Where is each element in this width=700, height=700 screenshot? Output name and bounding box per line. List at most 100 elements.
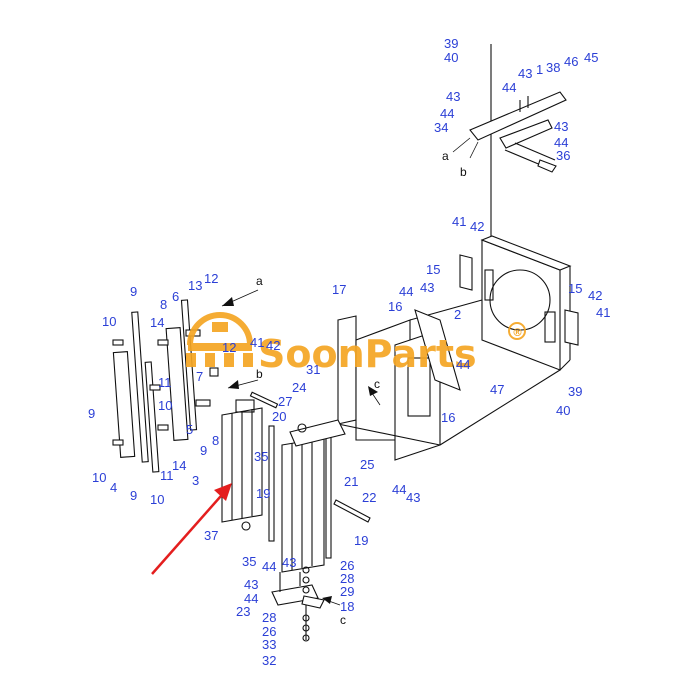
- part-number-label: 1: [536, 62, 543, 77]
- part-number-label: 33: [262, 637, 276, 652]
- part-number-label: 43: [244, 577, 258, 592]
- part-number-label: 22: [362, 490, 376, 505]
- soonparts-watermark: SoonParts ®: [186, 312, 526, 376]
- part-number-label: 9: [88, 406, 95, 421]
- aftercooler: [281, 419, 371, 573]
- oil-cooler-strips: [112, 299, 219, 473]
- part-number-label: 20: [272, 409, 286, 424]
- registered-mark: ®: [512, 326, 523, 339]
- part-number-label: 25: [360, 457, 374, 472]
- reference-letter: c: [340, 613, 346, 627]
- part-number-label: 41: [250, 335, 264, 350]
- top-bracket-assembly: [452, 44, 567, 240]
- part-number-label: 5: [186, 422, 193, 437]
- part-number-label: 44: [392, 482, 406, 497]
- part-number-label: 9: [130, 284, 137, 299]
- radiator-core: [221, 391, 332, 559]
- part-number-label: 31: [306, 362, 320, 377]
- part-number-label: 18: [340, 599, 354, 614]
- part-number-label: 44: [554, 135, 568, 150]
- part-number-label: 43: [518, 66, 532, 81]
- part-number-label: 8: [160, 297, 167, 312]
- part-number-label: 44: [244, 591, 258, 606]
- part-number-label: 14: [172, 458, 186, 473]
- part-number-label: 16: [388, 299, 402, 314]
- bottom-mount: [271, 566, 325, 642]
- part-number-label: 10: [92, 470, 106, 485]
- part-number-label: 12: [222, 340, 236, 355]
- part-number-label: 36: [556, 148, 570, 163]
- part-number-label: 41: [596, 305, 610, 320]
- part-number-label: 9: [200, 443, 207, 458]
- part-number-label: 43: [420, 280, 434, 295]
- part-number-label: 28: [340, 571, 354, 586]
- part-number-label: 40: [556, 403, 570, 418]
- part-number-label: 6: [172, 289, 179, 304]
- reference-letter: c: [374, 377, 380, 391]
- part-number-label: 44: [262, 559, 276, 574]
- part-number-label: 47: [490, 382, 504, 397]
- part-number-label: 41: [452, 214, 466, 229]
- part-number-label: 39: [444, 36, 458, 51]
- part-number-label: 13: [188, 278, 202, 293]
- part-number-label: 44: [456, 357, 470, 372]
- part-number-label: 45: [584, 50, 598, 65]
- red-pointer-arrow: [151, 483, 232, 575]
- part-number-label: 10: [150, 492, 164, 507]
- part-number-label: 46: [564, 54, 578, 69]
- part-number-label: 8: [212, 433, 219, 448]
- part-number-label: 43: [446, 89, 460, 104]
- part-number-label: 26: [340, 558, 354, 573]
- part-number-label: 2: [454, 307, 461, 322]
- part-number-label: 26: [262, 624, 276, 639]
- part-number-label: 4: [110, 480, 117, 495]
- part-number-label: 11: [158, 375, 172, 390]
- part-number-label: 23: [236, 604, 250, 619]
- part-number-label: 34: [434, 120, 448, 135]
- watermark-brand: SoonParts: [258, 332, 477, 376]
- part-number-label: 42: [588, 288, 602, 303]
- part-number-label: 39: [568, 384, 582, 399]
- soonparts-logo-icon: [186, 312, 253, 367]
- fan-shroud: [459, 235, 579, 371]
- part-number-label: 9: [130, 488, 137, 503]
- part-number-label: 7: [196, 369, 203, 384]
- part-number-label: 42: [266, 338, 280, 353]
- part-number-label: 28: [262, 610, 276, 625]
- part-number-label: 19: [354, 533, 368, 548]
- part-number-label: 44: [399, 284, 413, 299]
- part-number-label: 42: [470, 219, 484, 234]
- reference-letter: a: [442, 149, 449, 163]
- part-number-label: 43: [406, 490, 420, 505]
- part-number-label: 11: [160, 468, 174, 483]
- part-number-label: 35: [242, 554, 256, 569]
- part-number-label: 15: [426, 262, 440, 277]
- reference-letter: b: [256, 367, 263, 381]
- radiator-frame: [337, 299, 561, 461]
- part-number-label: 24: [292, 380, 306, 395]
- part-number-label: 29: [340, 584, 354, 599]
- part-number-label: 12: [204, 271, 218, 286]
- part-number-label: 17: [332, 282, 346, 297]
- part-number-label: 27: [278, 394, 292, 409]
- part-number-label: 14: [150, 315, 164, 330]
- part-number-label: 43: [554, 119, 568, 134]
- part-number-label: 40: [444, 50, 458, 65]
- part-number-label: 32: [262, 653, 276, 668]
- part-number-label: 3: [192, 473, 199, 488]
- part-number-label: 35: [254, 449, 268, 464]
- part-number-label: 15: [568, 281, 582, 296]
- part-number-label: 43: [282, 555, 296, 570]
- part-number-label: 16: [441, 410, 455, 425]
- part-number-label: 10: [102, 314, 116, 329]
- part-number-label: 44: [440, 106, 454, 121]
- reference-letter: a: [256, 274, 263, 288]
- part-number-label: 10: [158, 398, 172, 413]
- part-number-label: 38: [546, 60, 560, 75]
- part-number-label: 21: [344, 474, 358, 489]
- part-number-label: 19: [256, 486, 270, 501]
- part-number-label: 44: [502, 80, 516, 95]
- reference-letter: b: [460, 165, 467, 179]
- part-number-label: 37: [204, 528, 218, 543]
